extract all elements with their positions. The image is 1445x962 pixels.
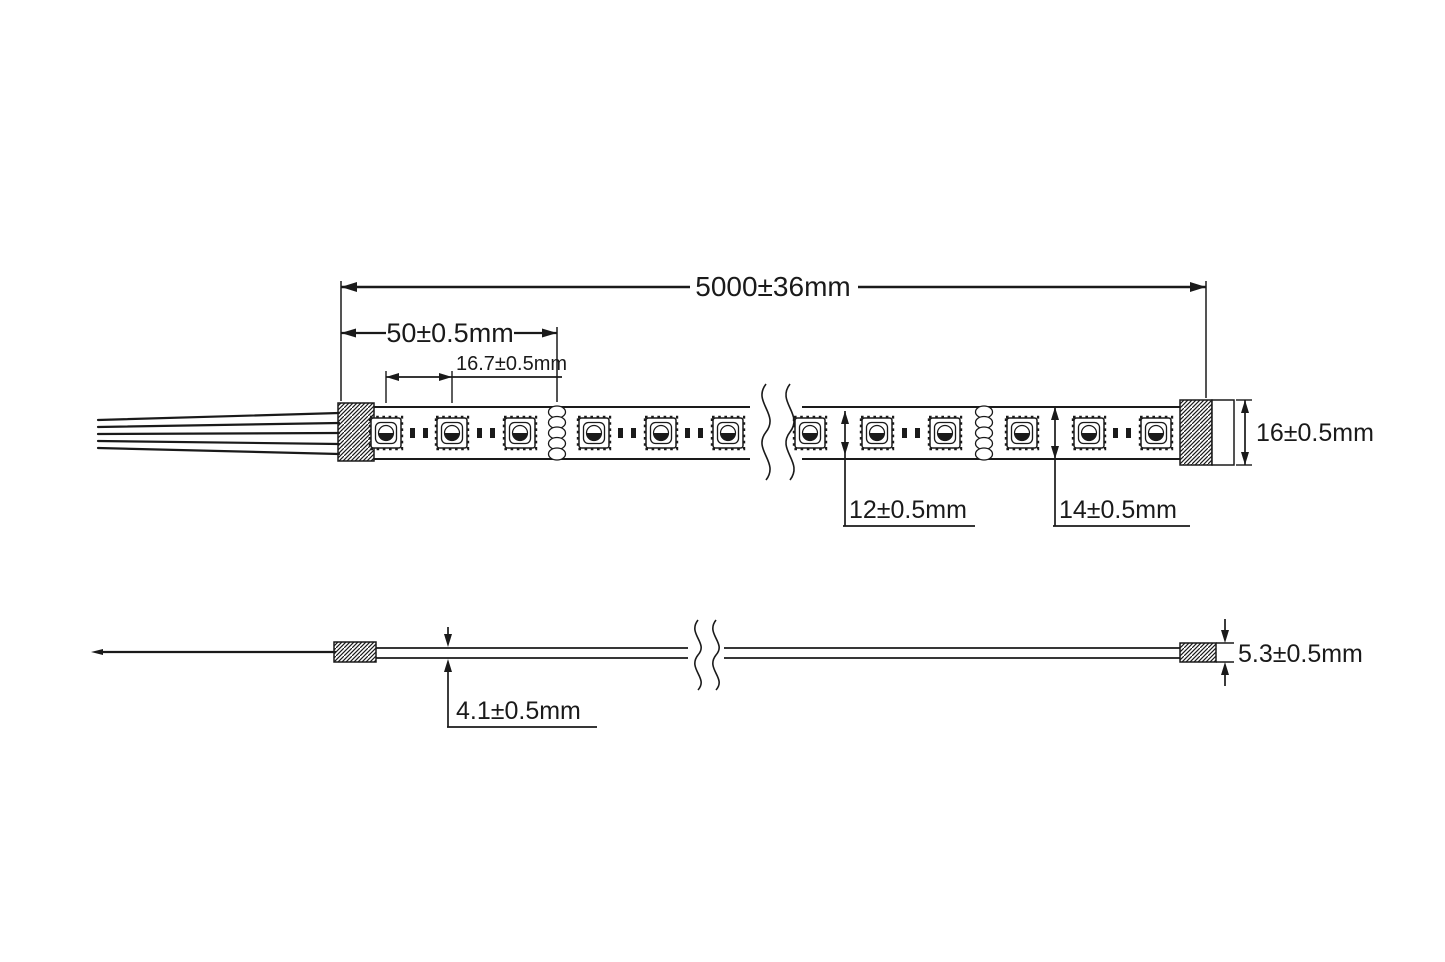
led-package: [576, 415, 612, 451]
led-package: [1071, 415, 1107, 451]
arrowhead-up: [1221, 662, 1229, 675]
strip-profile-outline: [376, 647, 1180, 659]
arrowhead-up: [444, 659, 452, 672]
top-view: 5000±36mm 50±0.5mm 16.7±0.5mm 12±0.5: [96, 271, 1374, 527]
coil-symbol: [974, 405, 994, 461]
dim-label-end-cap-thickness: 5.3±0.5mm: [1238, 640, 1363, 668]
led-package: [368, 415, 404, 451]
dim-inner-width: 12±0.5mm: [841, 411, 975, 527]
arrowhead-right: [439, 373, 452, 381]
arrowhead-left: [386, 373, 399, 381]
coil-symbol: [547, 405, 567, 461]
dim-label-led-pitch: 16.7±0.5mm: [456, 353, 567, 375]
arrowhead-down: [1221, 630, 1229, 643]
led-package: [643, 415, 679, 451]
end-cap-right-hatched: [1179, 399, 1213, 466]
led-package: [792, 415, 828, 451]
arrowhead-left: [341, 282, 357, 292]
led-package: [859, 415, 895, 451]
resistor-pair: [410, 428, 428, 438]
resistor-pair: [902, 428, 920, 438]
led-package: [434, 415, 470, 451]
end-cap-right-side: [1179, 642, 1217, 663]
arrowhead-down: [841, 442, 849, 455]
end-cap-left: [337, 402, 375, 462]
arrowhead-down: [1241, 452, 1249, 465]
dim-overall-width: 16±0.5mm: [1236, 399, 1374, 466]
dim-label-overall-length: 5000±36mm: [695, 271, 850, 302]
break-line: [785, 383, 795, 481]
resistor-pair: [1113, 428, 1131, 438]
arrowhead-up: [841, 411, 849, 424]
led-package: [1004, 415, 1040, 451]
dim-led-pitch: 16.7±0.5mm: [385, 353, 567, 403]
end-cap-right-tail: [1211, 399, 1235, 466]
wire: [96, 446, 341, 456]
break-symbol-top-view: [761, 383, 795, 481]
dim-strip-thickness: 4.1±0.5mm: [444, 627, 597, 728]
wire: [96, 411, 341, 422]
wire: [96, 439, 341, 446]
end-cap-left-side: [333, 641, 377, 663]
dim-label-strip-thickness: 4.1±0.5mm: [456, 697, 581, 725]
arrowhead-down: [1051, 446, 1059, 459]
dim-label-cut-length: 50±0.5mm: [386, 318, 513, 348]
wire: [96, 421, 341, 429]
dim-overall-length: 5000±36mm: [340, 271, 1207, 401]
arrowhead-left: [341, 328, 356, 338]
dim-label-inner-width: 12±0.5mm: [849, 496, 967, 524]
led-package: [1138, 415, 1174, 451]
dim-pcb-width: 14±0.5mm: [1051, 407, 1190, 527]
arrowhead-right: [542, 328, 557, 338]
break-line: [761, 383, 771, 481]
dim-end-cap-thickness: 5.3±0.5mm: [1216, 619, 1363, 686]
break-symbol-side-view: [694, 619, 720, 691]
led-package: [927, 415, 963, 451]
arrowhead-down: [444, 634, 452, 647]
wire-tip: [91, 649, 103, 655]
lead-wires: [96, 411, 341, 456]
side-view: 4.1±0.5mm 5.3±0.5mm: [91, 619, 1363, 728]
wire: [96, 431, 341, 436]
dim-label-overall-width: 16±0.5mm: [1256, 419, 1374, 447]
arrowhead-up: [1051, 407, 1059, 420]
resistor-pair: [477, 428, 495, 438]
dim-cut-length: 50±0.5mm: [341, 318, 558, 402]
led-package: [502, 415, 538, 451]
resistor-pair: [618, 428, 636, 438]
led-package: [710, 415, 746, 451]
resistor-pair: [685, 428, 703, 438]
arrowhead-up: [1241, 400, 1249, 413]
break-line: [694, 619, 702, 691]
dim-label-pcb-width: 14±0.5mm: [1059, 496, 1177, 524]
break-line: [712, 619, 720, 691]
arrowhead-right: [1190, 282, 1206, 292]
